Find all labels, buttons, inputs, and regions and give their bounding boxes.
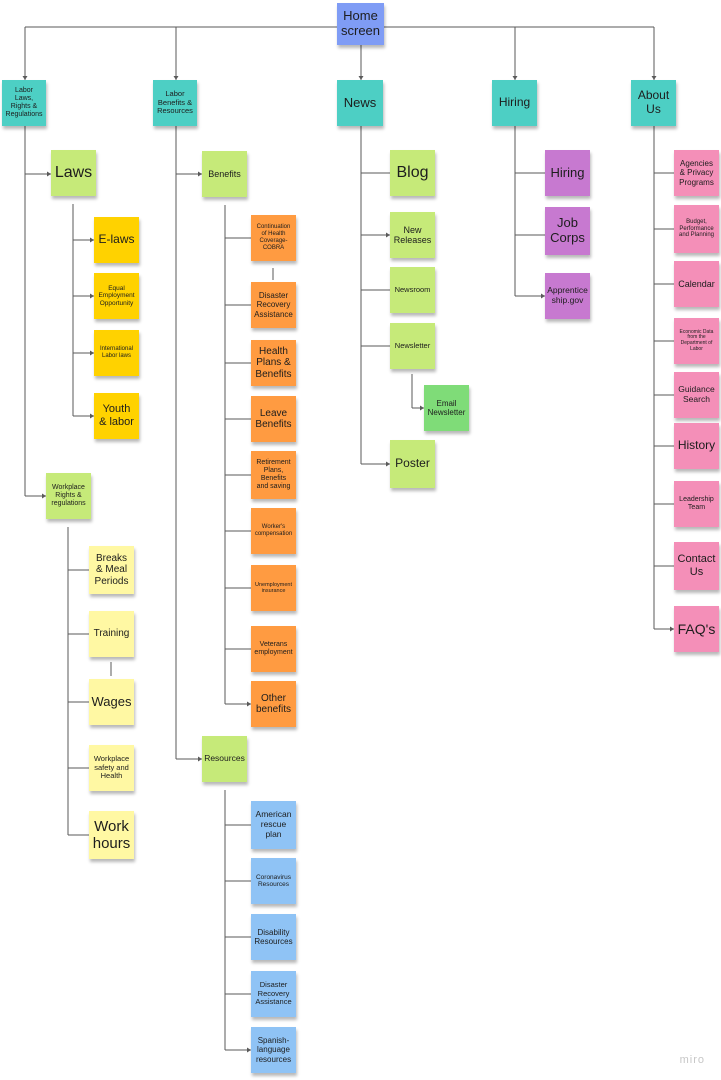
note-resources[interactable]: Resources — [202, 736, 247, 782]
note-calendar[interactable]: Calendar — [674, 261, 719, 307]
note-agencies-privacy[interactable]: Agencies & Privacy Programs — [674, 150, 719, 196]
note-benefits[interactable]: Benefits — [202, 151, 247, 197]
note-history[interactable]: History — [674, 423, 719, 469]
note-spanish-resources[interactable]: Spanish- language resources — [251, 1027, 296, 1073]
note-apprenticeship[interactable]: Apprentice ship.gov — [545, 273, 590, 319]
note-new-releases[interactable]: New Releases — [390, 212, 435, 258]
note-breaks-meal[interactable]: Breaks & Meal Periods — [89, 546, 134, 594]
note-workplace-rights[interactable]: Workplace Rights & regulations — [46, 473, 91, 519]
note-faqs[interactable]: FAQ's — [674, 606, 719, 652]
note-work-hours[interactable]: Work hours — [89, 811, 134, 859]
note-coronavirus[interactable]: Coronavirus Resources — [251, 858, 296, 904]
note-equal-employment[interactable]: Equal Employment Opportunity — [94, 273, 139, 319]
note-poster[interactable]: Poster — [390, 440, 435, 488]
note-news[interactable]: News — [337, 80, 383, 126]
note-home-screen[interactable]: Home screen — [337, 3, 384, 45]
note-hiring-category[interactable]: Hiring — [492, 80, 537, 126]
miro-watermark: miro — [679, 1054, 705, 1066]
note-american-rescue[interactable]: American rescue plan — [251, 801, 296, 849]
note-retirement[interactable]: Retirement Plans, Benefits and saving — [251, 451, 296, 499]
note-newsletter[interactable]: Newsletter — [390, 323, 435, 369]
note-veterans[interactable]: Veterans employment — [251, 626, 296, 672]
note-disaster-recovery-1[interactable]: Disaster Recovery Assistance — [251, 282, 296, 328]
note-economic-data[interactable]: Economic Data from the Department of Lab… — [674, 318, 719, 364]
note-cobra[interactable]: Continuation of Health Coverage- COBRA — [251, 215, 296, 261]
note-budget[interactable]: Budget, Performance and Planning — [674, 205, 719, 253]
note-labor-laws[interactable]: Labor Laws, Rights & Regulations — [2, 80, 46, 126]
note-leadership-team[interactable]: Leadership Team — [674, 481, 719, 527]
note-blog[interactable]: Blog — [390, 150, 435, 196]
note-youth-labor[interactable]: Youth & labor — [94, 393, 139, 439]
note-newsroom[interactable]: Newsroom — [390, 267, 435, 313]
note-contact-us[interactable]: Contact Us — [674, 542, 719, 590]
note-unemployment[interactable]: Unemployment insurance — [251, 565, 296, 611]
note-labor-benefits[interactable]: Labor Benefits & Resources — [153, 80, 197, 126]
note-other-benefits[interactable]: Other benefits — [251, 681, 296, 727]
note-guidance-search[interactable]: Guidance Search — [674, 372, 719, 418]
note-hiring[interactable]: Hiring — [545, 150, 590, 196]
note-international-labor[interactable]: International Labor laws — [94, 330, 139, 376]
note-workplace-safety[interactable]: Workplace safety and Health — [89, 745, 134, 791]
note-wages[interactable]: Wages — [89, 679, 134, 725]
note-laws[interactable]: Laws — [51, 150, 96, 196]
note-about-us[interactable]: About Us — [631, 80, 676, 126]
note-disaster-recovery-2[interactable]: Disaster Recovery Assistance — [251, 971, 296, 1017]
note-workers-compensation[interactable]: Worker's compensation — [251, 508, 296, 554]
note-training[interactable]: Training — [89, 611, 134, 657]
note-job-corps[interactable]: Job Corps — [545, 207, 590, 255]
note-health-plans[interactable]: Health Plans & Benefits — [251, 340, 296, 386]
note-disability[interactable]: Disability Resources — [251, 914, 296, 960]
note-leave-benefits[interactable]: Leave Benefits — [251, 396, 296, 442]
note-email-newsletter[interactable]: Email Newsletter — [424, 385, 469, 431]
note-e-laws[interactable]: E-laws — [94, 217, 139, 263]
